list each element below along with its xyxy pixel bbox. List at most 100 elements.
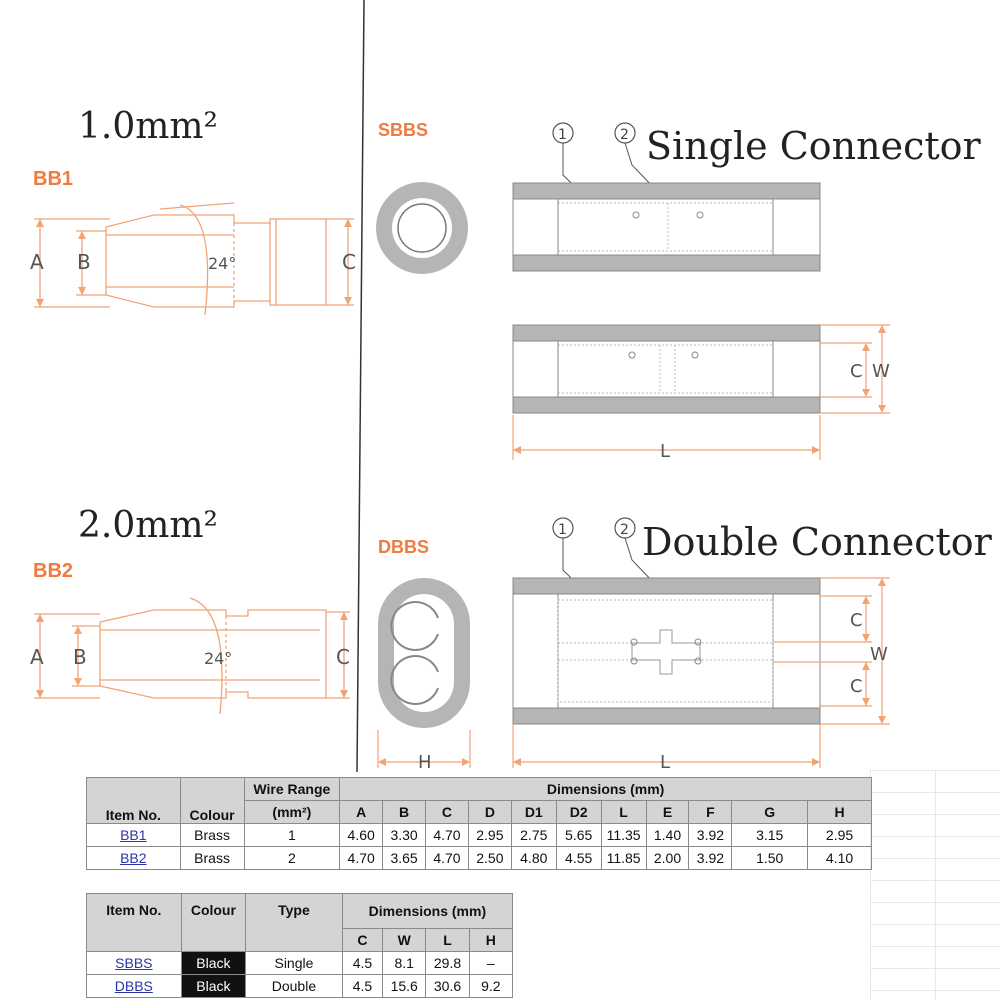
table-cell: 8.1 — [382, 951, 427, 975]
table-cell: 3.15 — [731, 823, 809, 847]
dbbs-drawing: 1 2 C C W L H — [377, 517, 890, 772]
table-cell: Black — [180, 951, 247, 975]
table-row: BB2 Brass 2 4.70 3.65 4.70 2.50 4.80 4.5… — [86, 846, 872, 870]
t2-col-c: C — [341, 928, 384, 952]
bb1-size-label: 1.0mm² — [78, 106, 218, 147]
table-cell: 3.92 — [688, 823, 733, 847]
table-cell: 1 — [243, 823, 341, 847]
table-cell: 5.65 — [555, 823, 602, 847]
bb1-dim-a: A — [30, 250, 44, 274]
bb2-size-label: 2.0mm² — [78, 505, 218, 546]
t1-col-e: E — [645, 800, 690, 824]
table-cell: 9.2 — [468, 974, 514, 998]
sbbs-drawing: 1 2 C W L — [376, 122, 890, 462]
table-row: BB1 Brass 1 4.60 3.30 4.70 2.95 2.75 5.6… — [86, 823, 872, 847]
sbbs-title: Single Connector — [646, 124, 981, 168]
table-cell: 1.50 — [731, 846, 809, 870]
t1-header-item: Item No. — [86, 777, 181, 824]
table-cell: 15.6 — [382, 974, 427, 998]
bb2-angle: 24° — [204, 649, 232, 668]
table-row: SBBS Black Single 4.5 8.1 29.8 – — [86, 951, 514, 975]
table-cell: 3.92 — [688, 846, 733, 870]
item-link-bb2[interactable]: BB2 — [120, 850, 147, 866]
bb1-dim-c: C — [342, 250, 356, 274]
t1-header-dimensions: Dimensions (mm) — [339, 777, 872, 801]
table-cell: 4.5 — [341, 974, 384, 998]
t1-col-f: F — [688, 800, 733, 824]
dbbs-dim-c-upper: C — [850, 610, 863, 631]
bb2-drawing: A B 24° C — [30, 597, 350, 715]
table-cell: Brass — [179, 823, 245, 847]
table-cell: 4.80 — [510, 846, 557, 870]
t1-header-colour: Colour — [179, 777, 245, 824]
table-cell: 4.5 — [341, 951, 384, 975]
t2-col-l: L — [425, 928, 470, 952]
sbbs-dim-l: L — [660, 441, 670, 462]
t1-col-g: G — [731, 800, 809, 824]
table-cell: 2.75 — [510, 823, 557, 847]
bb1-dim-b: B — [77, 250, 91, 274]
t1-col-l: L — [600, 800, 647, 824]
bb2-dim-c: C — [336, 645, 350, 669]
table-cell: 3.65 — [382, 846, 427, 870]
t1-header-wire-unit: (mm²) — [243, 800, 341, 824]
table-cell: 30.6 — [425, 974, 470, 998]
table-cell: 4.10 — [807, 846, 872, 870]
table-cell: Black — [180, 974, 247, 998]
sbbs-dim-c: C — [850, 361, 863, 382]
table-cell: 4.70 — [339, 846, 384, 870]
table-cell: 3.30 — [382, 823, 427, 847]
bb2-tag: BB2 — [33, 560, 74, 582]
item-link-sbbs[interactable]: SBBS — [115, 955, 153, 971]
t1-col-a: A — [339, 800, 384, 824]
bb-spec-table: Item No. Colour Wire Range Dimensions (m… — [86, 777, 872, 870]
t2-header-dimensions: Dimensions (mm) — [341, 893, 514, 929]
bbs-spec-table: Item No. Colour Type Dimensions (mm) C W… — [86, 893, 514, 998]
item-link-bb1[interactable]: BB1 — [120, 827, 147, 843]
table-cell: 4.70 — [425, 823, 469, 847]
table-cell: 2.95 — [467, 823, 512, 847]
sbbs-tag: SBBS — [378, 120, 429, 140]
dbbs-dim-h: H — [418, 752, 432, 772]
table-cell: – — [468, 951, 514, 975]
t1-col-d1: D1 — [510, 800, 557, 824]
sbbs-callout-2: 2 — [620, 127, 629, 143]
table-cell: 2 — [243, 846, 341, 870]
dbbs-dim-l: L — [660, 752, 670, 772]
bb1-angle: 24° — [208, 254, 236, 273]
table-cell: 2.50 — [467, 846, 512, 870]
dbbs-callout-1: 1 — [558, 522, 567, 538]
t1-col-d: D — [467, 800, 512, 824]
t2-header-item: Item No. — [86, 893, 182, 952]
bb1-drawing: A B 24° C — [30, 202, 356, 316]
bb2-dim-a: A — [30, 645, 44, 669]
table-row: DBBS Black Double 4.5 15.6 30.6 9.2 — [86, 974, 514, 998]
item-link-dbbs[interactable]: DBBS — [114, 978, 153, 994]
table-cell: 4.70 — [425, 846, 469, 870]
table-cell: 4.60 — [339, 823, 384, 847]
t1-col-d2: D2 — [555, 800, 602, 824]
table-cell: 1.40 — [645, 823, 690, 847]
bb1-tag: BB1 — [33, 168, 74, 190]
dbbs-dim-w: W — [870, 644, 888, 665]
dbbs-dim-c-lower: C — [850, 676, 863, 697]
t2-header-type: Type — [245, 893, 343, 952]
table-cell: Brass — [179, 846, 245, 870]
dbbs-title: Double Connector — [642, 520, 992, 564]
t1-col-h: H — [807, 800, 872, 824]
divider-line — [356, 0, 365, 773]
table-cell: 29.8 — [425, 951, 470, 975]
table-cell: Double — [245, 974, 343, 998]
table-cell: 2.95 — [807, 823, 872, 847]
sheet-grid-background — [870, 770, 1000, 1000]
table-cell: 2.00 — [645, 846, 690, 870]
bb2-dim-b: B — [73, 645, 87, 669]
table-cell: 11.85 — [600, 846, 647, 870]
t2-header-colour: Colour — [180, 893, 247, 952]
t1-header-wire-range: Wire Range — [243, 777, 341, 801]
table-cell: 11.35 — [600, 823, 647, 847]
t1-col-c: C — [425, 800, 469, 824]
table-cell: 4.55 — [555, 846, 602, 870]
sbbs-callout-1: 1 — [558, 127, 567, 143]
t2-col-w: W — [382, 928, 427, 952]
